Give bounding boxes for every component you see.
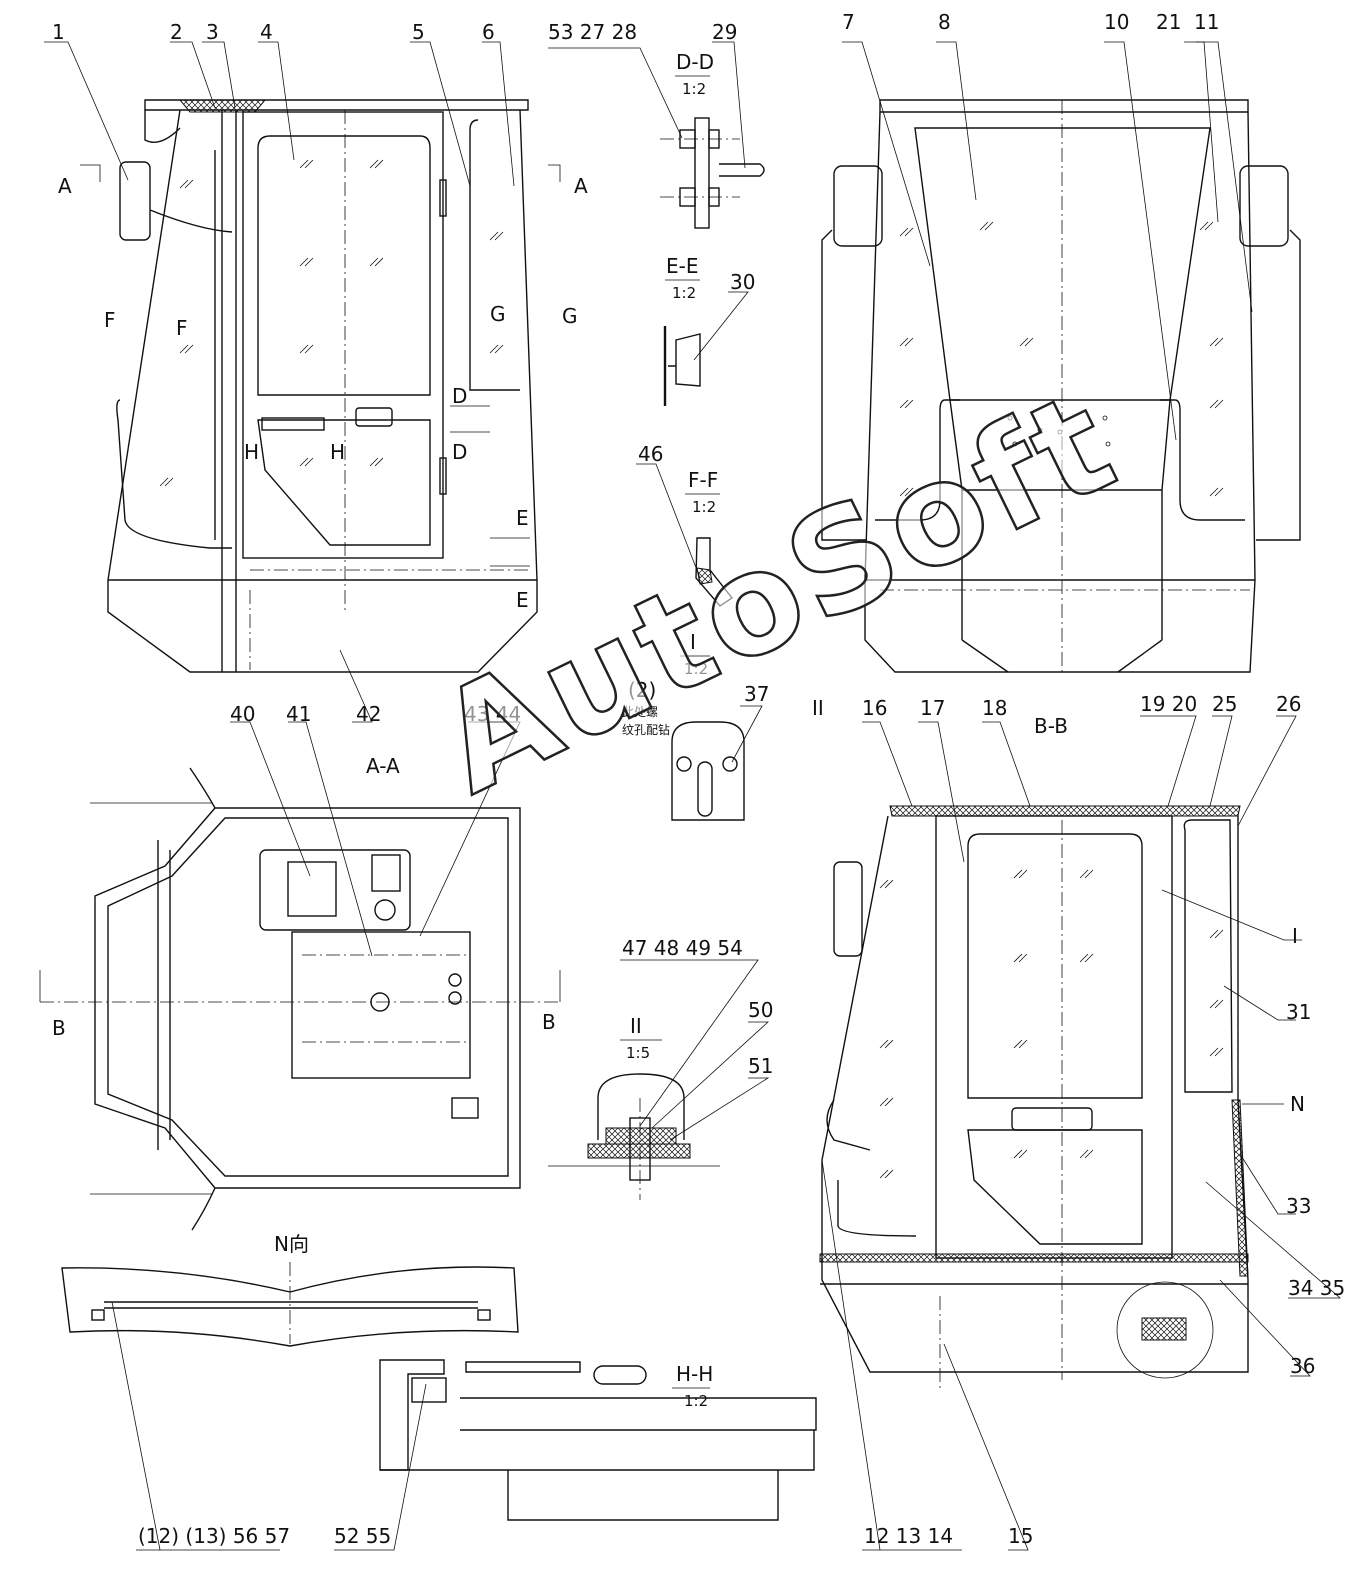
- note-ref: (2): [628, 678, 657, 702]
- section-e-e-title: E-E: [666, 254, 699, 278]
- cut-marker-f-right: F: [176, 316, 188, 340]
- section-f-f-scale: 1:2: [692, 498, 717, 516]
- callout-31: 31: [1286, 1000, 1312, 1024]
- section-a-a-plan: [40, 767, 560, 1231]
- callout-26: 26: [1276, 692, 1302, 716]
- leader-lines: [44, 41, 1342, 1551]
- cut-marker-a-left: A: [58, 174, 72, 198]
- callout-8: 8: [938, 10, 951, 34]
- callout-4: 4: [260, 20, 273, 44]
- detail-i: [671, 721, 745, 821]
- cut-marker-e-top: E: [516, 506, 529, 530]
- callout-30: 30: [730, 270, 756, 294]
- cut-marker-f-left: F: [104, 308, 116, 332]
- note-line-1: 此处螺: [622, 705, 659, 719]
- section-a-a-title: A-A: [366, 754, 400, 778]
- section-annotations: [39, 75, 720, 1389]
- callout-37: 37: [744, 682, 770, 706]
- section-b-b-title: B-B: [1034, 714, 1068, 738]
- callout-12-13-14: 12 13 14: [864, 1524, 954, 1548]
- section-i-scale: 1:2: [684, 660, 709, 678]
- section-b-b: [819, 805, 1249, 1390]
- cut-marker-h-right: H: [330, 440, 346, 464]
- section-e-e-scale: 1:2: [672, 284, 697, 302]
- section-ii-title: II: [630, 1014, 642, 1038]
- callout-41: 41: [286, 702, 312, 726]
- side-view: [107, 99, 538, 673]
- callout-11: 11: [1194, 10, 1220, 34]
- section-f-f-title: F-F: [688, 468, 719, 492]
- callout-7: 7: [842, 10, 855, 34]
- callout-53-27-28: 53 27 28: [548, 20, 638, 44]
- callout-12-13-56-57: (12) (13) 56 57: [138, 1524, 291, 1548]
- callout-34-35: 34 35: [1288, 1276, 1346, 1300]
- callout-42: 42: [356, 702, 382, 726]
- cut-marker-h-left: H: [244, 440, 260, 464]
- n-view-title: N向: [274, 1232, 309, 1256]
- section-d-d-scale: 1:2: [682, 80, 707, 98]
- cut-marker-e-bottom: E: [516, 588, 529, 612]
- callout-2: 2: [170, 20, 183, 44]
- callout-36: 36: [1290, 1354, 1316, 1378]
- section-h-h-scale: 1:2: [684, 1392, 709, 1410]
- cut-marker-b-right: B: [542, 1010, 556, 1034]
- callout-52-55: 52 55: [334, 1524, 392, 1548]
- callout-25: 25: [1212, 692, 1238, 716]
- cut-marker-ii: II: [812, 696, 824, 720]
- callout-15: 15: [1008, 1524, 1034, 1548]
- callout-3: 3: [206, 20, 219, 44]
- callout-46: 46: [638, 442, 664, 466]
- callout-18: 18: [982, 696, 1008, 720]
- detail-f-f: [695, 537, 734, 607]
- cut-marker-d-bottom: D: [452, 440, 468, 464]
- detail-h-h: [379, 1359, 817, 1521]
- callout-i: I: [1292, 924, 1298, 948]
- callout-43-44: 43 44: [464, 702, 522, 726]
- callout-10: 10: [1104, 10, 1130, 34]
- callout-29: 29: [712, 20, 738, 44]
- cut-marker-b-left: B: [52, 1016, 66, 1040]
- cut-marker-g-left: G: [490, 302, 506, 326]
- front-view: [821, 99, 1301, 673]
- cut-marker-d-top: D: [452, 384, 468, 408]
- callout-17: 17: [920, 696, 946, 720]
- callout-n: N: [1290, 1092, 1305, 1116]
- callout-21: 21: [1156, 10, 1182, 34]
- callout-33: 33: [1286, 1194, 1312, 1218]
- cut-marker-g-right: G: [562, 304, 578, 328]
- callout-50: 50: [748, 998, 774, 1022]
- detail-e-e: [663, 326, 701, 406]
- callout-1: 1: [52, 20, 65, 44]
- detail-d-d: [660, 117, 765, 229]
- section-ii-scale: 1:5: [626, 1044, 651, 1062]
- section-h-h-title: H-H: [676, 1362, 714, 1386]
- callout-6: 6: [482, 20, 495, 44]
- callout-47-48-49-54: 47 48 49 54: [622, 936, 743, 960]
- detail-n-view: [61, 1262, 519, 1347]
- note-line-2: 纹孔配钻: [622, 723, 671, 737]
- section-i-title: I: [690, 630, 696, 654]
- cut-marker-a-right: A: [574, 174, 588, 198]
- callout-5: 5: [412, 20, 425, 44]
- callout-19-20: 19 20: [1140, 692, 1198, 716]
- callout-16: 16: [862, 696, 888, 720]
- callout-51: 51: [748, 1054, 774, 1078]
- section-d-d-title: D-D: [676, 50, 715, 74]
- callout-40: 40: [230, 702, 256, 726]
